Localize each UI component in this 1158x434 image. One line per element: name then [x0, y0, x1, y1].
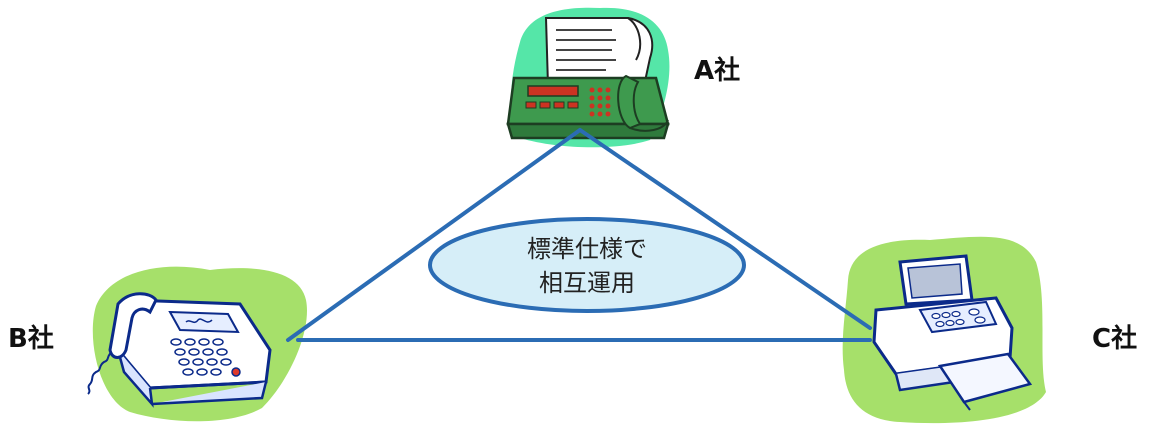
fax-machine-icon: [506, 7, 670, 148]
connector-lines: [286, 128, 872, 342]
center-caption-line2: 相互運用: [539, 269, 635, 297]
company-b-label: B社: [8, 324, 54, 354]
printer-icon: [842, 236, 1046, 424]
center-ellipse: [428, 217, 746, 313]
center-caption: 標準仕様で 相互運用: [432, 232, 742, 300]
company-a-label: A社: [694, 56, 741, 86]
connector-a-b: [286, 128, 582, 342]
company-c-label: C社: [1092, 324, 1138, 354]
center-caption-line1: 標準仕様で: [527, 235, 647, 263]
connector-a-c: [578, 128, 872, 330]
telephone-fax-icon: [87, 266, 307, 422]
